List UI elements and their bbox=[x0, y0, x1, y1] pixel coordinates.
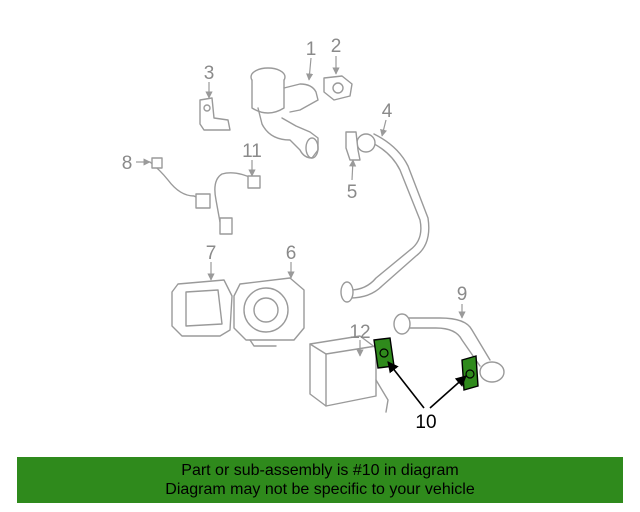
callout-7: 7 bbox=[206, 243, 217, 264]
part-10-gasket-a bbox=[373, 337, 395, 369]
callout-9: 9 bbox=[457, 284, 468, 305]
callout-5: 5 bbox=[347, 182, 358, 203]
leader-10a bbox=[387, 361, 425, 409]
callout-4: 4 bbox=[382, 101, 393, 122]
callout-6: 6 bbox=[286, 243, 297, 264]
callout-8: 8 bbox=[122, 153, 133, 174]
callout-3: 3 bbox=[204, 63, 215, 84]
part-1-egr-valve bbox=[250, 67, 319, 159]
part-6-throttle-body bbox=[233, 277, 305, 347]
parts-diagram: 1 2 3 4 5 6 7 8 9 10 11 12 bbox=[122, 36, 505, 433]
info-banner: Part or sub-assembly is #10 in diagram D… bbox=[17, 457, 623, 503]
leader-4 bbox=[380, 119, 388, 137]
callout-11: 11 bbox=[242, 141, 262, 162]
part-7-gasket bbox=[171, 279, 233, 337]
part-3-bracket bbox=[199, 97, 231, 131]
callout-2: 2 bbox=[331, 36, 342, 57]
part-8-sensor bbox=[149, 157, 211, 209]
leader-10b bbox=[429, 375, 467, 409]
callout-10: 10 bbox=[415, 412, 436, 433]
banner-line-2: Diagram may not be specific to your vehi… bbox=[165, 481, 475, 498]
leader-1 bbox=[306, 57, 314, 81]
part-11-sensor bbox=[214, 172, 261, 235]
part-4-egr-pipe bbox=[340, 133, 430, 303]
leader-5 bbox=[349, 159, 357, 181]
part-2-gasket bbox=[323, 75, 353, 101]
part-9-pipe bbox=[393, 313, 505, 383]
part-5-gasket bbox=[345, 131, 361, 161]
callout-12: 12 bbox=[349, 322, 370, 343]
part-10-gasket-b bbox=[461, 355, 479, 391]
banner-line-1: Part or sub-assembly is #10 in diagram bbox=[181, 462, 459, 479]
callout-1: 1 bbox=[306, 39, 317, 60]
